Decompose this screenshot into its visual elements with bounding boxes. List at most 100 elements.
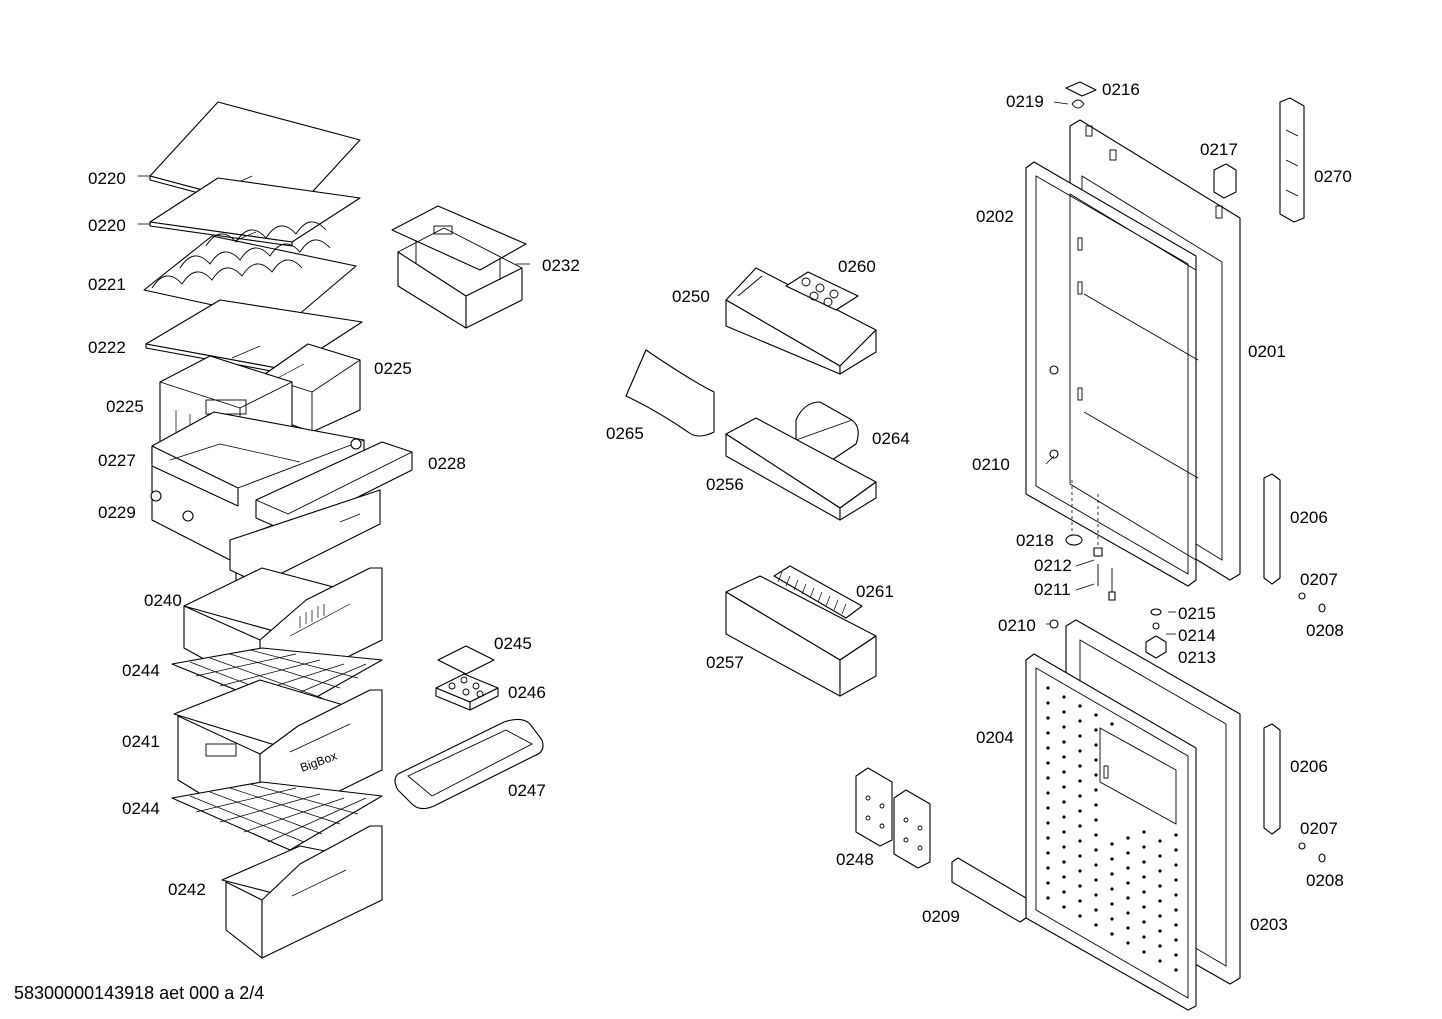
- label-0244-a: 0244: [122, 661, 160, 680]
- label-0212: 0212: [1034, 556, 1072, 575]
- liner-dot: [1078, 914, 1082, 918]
- label-0203: 0203: [1250, 915, 1288, 934]
- cold-pack-right: [893, 789, 931, 869]
- liner-dot: [1094, 863, 1098, 867]
- liner-dot: [1062, 875, 1066, 879]
- liner-dot: [1078, 704, 1082, 708]
- liner-dot: [1158, 854, 1162, 858]
- label-0206-a: 0206: [1290, 508, 1328, 527]
- liner-dot: [1158, 884, 1162, 888]
- liner-dot: [1110, 722, 1114, 726]
- label-0221: 0221: [88, 275, 126, 294]
- liner-dot: [1158, 869, 1162, 873]
- liner-dot: [1142, 950, 1146, 954]
- label-0225-b: 0225: [106, 397, 144, 416]
- liner-dot: [1142, 845, 1146, 849]
- liner-dot: [1126, 911, 1130, 915]
- label-0215: 0215: [1178, 604, 1216, 623]
- label-0265: 0265: [606, 424, 644, 443]
- label-0216: 0216: [1102, 80, 1140, 99]
- liner-dot: [1174, 848, 1178, 852]
- door-shelf-cover: [625, 349, 715, 437]
- liner-dot: [1078, 764, 1082, 768]
- liner-dot: [1110, 857, 1114, 861]
- label-0240: 0240: [144, 591, 182, 610]
- leader-lines: [138, 101, 1176, 635]
- liner-dot: [1078, 779, 1082, 783]
- label-0245: 0245: [494, 634, 532, 653]
- liner-dot: [1094, 833, 1098, 837]
- liner-dot: [1158, 929, 1162, 933]
- label-0202: 0202: [976, 207, 1014, 226]
- liner-dot: [1094, 758, 1098, 762]
- liner-dot: [1158, 944, 1162, 948]
- liner-dot: [1046, 746, 1050, 750]
- label-0248: 0248: [836, 850, 874, 869]
- handle-lower-screw: [1298, 842, 1326, 863]
- liner-dot: [1062, 740, 1066, 744]
- liner-dot: [1046, 836, 1050, 840]
- liner-dot: [1078, 734, 1082, 738]
- door-shelf-egg: [725, 267, 877, 375]
- liner-dot: [1126, 926, 1130, 930]
- label-0210-b: 0210: [998, 616, 1036, 635]
- liner-dot: [1094, 923, 1098, 927]
- liner-dot: [1110, 902, 1114, 906]
- butter-dish: [795, 401, 859, 461]
- liner-dot: [1046, 761, 1050, 765]
- liner-dot: [1174, 908, 1178, 912]
- liner-dot: [1062, 755, 1066, 759]
- liner-dot: [1062, 830, 1066, 834]
- liner-dot: [1174, 833, 1178, 837]
- liner-dot: [1062, 800, 1066, 804]
- liner-dot: [1046, 881, 1050, 885]
- liner-dot: [1142, 905, 1146, 909]
- ice-tray-lid: [437, 645, 495, 675]
- liner-dot: [1062, 860, 1066, 864]
- label-0256: 0256: [706, 475, 744, 494]
- liner-dot: [1142, 860, 1146, 864]
- label-0206-b: 0206: [1290, 757, 1328, 776]
- label-0257: 0257: [706, 653, 744, 672]
- label-0220-a: 0220: [88, 169, 126, 188]
- liner-dot: [1062, 890, 1066, 894]
- label-0217: 0217: [1200, 140, 1238, 159]
- liner-dot: [1046, 701, 1050, 705]
- liner-dot: [1174, 953, 1178, 957]
- handle-upper-screw: [1298, 592, 1326, 613]
- liner-dot: [1126, 881, 1130, 885]
- label-0227: 0227: [98, 451, 136, 470]
- liner-dot: [1142, 935, 1146, 939]
- liner-dot: [1062, 695, 1066, 699]
- label-0207-a: 0207: [1300, 570, 1338, 589]
- liner-dot: [1046, 866, 1050, 870]
- upper-door-hinge-screws: [1049, 365, 1059, 459]
- label-0244-b: 0244: [122, 799, 160, 818]
- door-trim-strip: [951, 857, 1027, 923]
- liner-dot: [1126, 866, 1130, 870]
- liner-dot: [1078, 884, 1082, 888]
- liner-dot: [1062, 725, 1066, 729]
- liner-dot: [1046, 851, 1050, 855]
- liner-dot: [1174, 863, 1178, 867]
- liner-dot: [1094, 743, 1098, 747]
- electronic-module: [1279, 97, 1305, 223]
- document-footer: 58300000143918 aet 000 a 2/4: [14, 983, 264, 1003]
- liner-dot: [1078, 809, 1082, 813]
- liner-dot: [1158, 959, 1162, 963]
- liner-dot: [1046, 686, 1050, 690]
- liner-dot: [1078, 869, 1082, 873]
- door-shelf-middle: [725, 417, 877, 521]
- liner-dot: [1174, 923, 1178, 927]
- label-0225-a: 0225: [374, 359, 412, 378]
- label-0264: 0264: [872, 429, 910, 448]
- freezer-drawer: [221, 825, 383, 959]
- label-0213: 0213: [1178, 648, 1216, 667]
- ice-cube-tray: [435, 673, 499, 711]
- chiller-flap: [229, 441, 413, 585]
- bottle-shelf: [725, 575, 877, 697]
- liner-dot: [1142, 875, 1146, 879]
- upper-door-clip: [1213, 163, 1237, 199]
- liner-dot: [1078, 839, 1082, 843]
